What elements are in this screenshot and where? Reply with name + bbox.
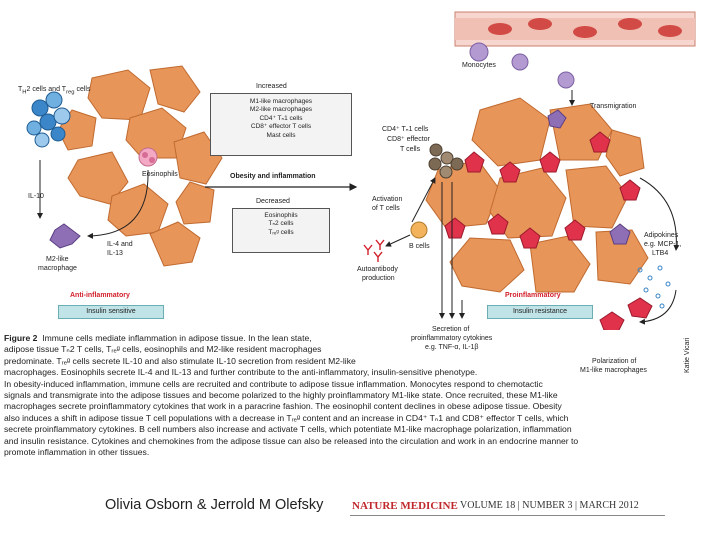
adipokine-dots [637,265,671,309]
cd4-label: CD4⁺ Tₙ1 cells [382,126,429,133]
th2-text: T [18,86,23,93]
tcells-label: T cells [400,146,421,153]
insulin-sensitive-box: Insulin sensitive [58,305,164,319]
m2-label-2: macrophage [38,265,77,272]
il4-arrow [87,169,149,239]
caption-line: promote inflammation in other tissues. [4,447,150,458]
eosinophils [138,147,158,167]
polarization-arrow [639,289,677,325]
proinflammatory-label: Proinflammatory [505,292,561,299]
journal-name: NATURE MEDICINE [352,500,458,512]
t-cells-cluster [428,143,464,179]
activation-label-2: of T cells [372,205,400,212]
increased-item: CD4⁺ Tₙ1 cells [259,114,303,122]
obesity-inflammation-label: Obesity and inflammation [230,173,316,180]
caption-line: macrophages secrete proinflammatory cyto… [4,401,562,412]
caption-line: adipose tissue Tₙ2 T cells, Tᵣₑᵍ cells, … [4,344,322,355]
insulin-resistance-box: Insulin resistance [487,305,593,319]
footer-rule [350,515,665,516]
cd8-label: CD8⁺ effector [387,136,430,143]
m2-label-1: M2-like [46,256,69,263]
treg-sub: reg [66,89,75,96]
adipokines-label-1: Adipokines [644,232,679,239]
increased-item: CD8⁺ effector T cells [250,123,312,131]
figure-illustration: TH2 cells and Treg cells Eosinophils IL-… [18,11,696,373]
caption-line: predominate. Tᵣₑᵍ cells secrete IL-10 an… [4,355,356,366]
obese-adipose-tissue [425,97,649,293]
obese-m2-macrophages [547,109,631,245]
page-footer: Olivia Osborn & Jerrold M Olefsky NATURE… [105,495,665,519]
eosinophils-label: Eosinophils [142,171,178,178]
bcell-arrow [385,234,411,247]
increased-item: M1-like macrophages [249,98,313,105]
increased-box: M1-like macrophages M2-like macrophages … [210,93,352,156]
adipokines-arrow [639,177,680,251]
m1-macrophages [444,131,653,330]
decreased-item: Tₙ2 cells [268,220,294,228]
increased-item: M2-like macrophages [249,106,313,114]
bcells-label: B cells [409,243,430,250]
treg-th2-cells [26,91,71,148]
transmigration-label: Transmigration [590,103,637,110]
caption-text: Immune cells mediate inflammation in adi… [42,333,312,343]
caption-label: Figure 2 [4,333,38,343]
increased-item: Mast cells [266,131,296,139]
secretion-label-2: proinflammatory cytokines [411,335,493,342]
caption-line: secrete proinflammatory cytokines. B cel… [4,424,572,435]
caption-line: and insulin resistance. Cytokines and ch… [4,435,579,446]
illustration-canvas [26,11,696,330]
il10-label: IL-10 [28,193,44,200]
th2-rest: 2 cells and T [26,86,67,93]
decreased-title: Decreased [256,198,290,205]
polarization-label-1: Polarization of [592,358,637,365]
decreased-item: Eosinophils [264,212,298,219]
secretion-label-1: Secretion of [432,326,470,333]
autoantibody-label-1: Autoantibody [357,266,398,273]
polarization-label-2: M1-like macrophages [580,367,647,374]
activation-label-1: Activation [372,196,403,203]
figure-caption: Figure 2 Immune cells mediate inflammati… [4,333,716,458]
blood-vessel [454,11,696,89]
secretion-label-3: e.g. TNF-α, IL-1β [425,344,479,351]
caption-line: In obesity-induced inflammation, immune … [4,378,543,389]
il13-label: IL-13 [107,250,123,257]
caption-line: macrophages. Eosinophils secrete IL-4 an… [4,367,478,378]
decreased-box: Eosinophils Tₙ2 cells Tᵣₑᵍ cells [232,208,330,253]
autoantibody-label-2: production [362,275,395,282]
treg-rest: cells [74,86,91,93]
b-cell [410,221,428,239]
lean-adipose-tissue [57,65,223,267]
il4-label: IL-4 and [107,241,133,248]
caption-line: also induces a shift in adipose tissue T… [4,412,569,423]
antibodies [363,239,385,262]
increased-title: Increased [256,83,287,90]
decreased-item: Tᵣₑᵍ cells [268,228,294,236]
adipokines-label-3: LTB4 [652,250,669,257]
th2-sub: H [22,89,27,96]
th2-treg-label: TH2 cells and Treg cells [18,86,90,96]
issue-info: VOLUME 18 | NUMBER 3 | MARCH 2012 [460,500,639,511]
activation-arrow [411,177,436,223]
authors: Olivia Osborn & Jerrold M Olefsky [105,497,324,513]
caption-line: Figure 2 Immune cells mediate inflammati… [4,333,716,344]
monocytes-label: Monocytes [462,62,496,69]
m2-macrophage [49,223,81,249]
anti-inflammatory-label: Anti-inflammatory [70,292,130,299]
adipokines-label-2: e.g. MCP-1, [644,241,682,248]
caption-line: signals and transmigrate into the adipos… [4,390,558,401]
